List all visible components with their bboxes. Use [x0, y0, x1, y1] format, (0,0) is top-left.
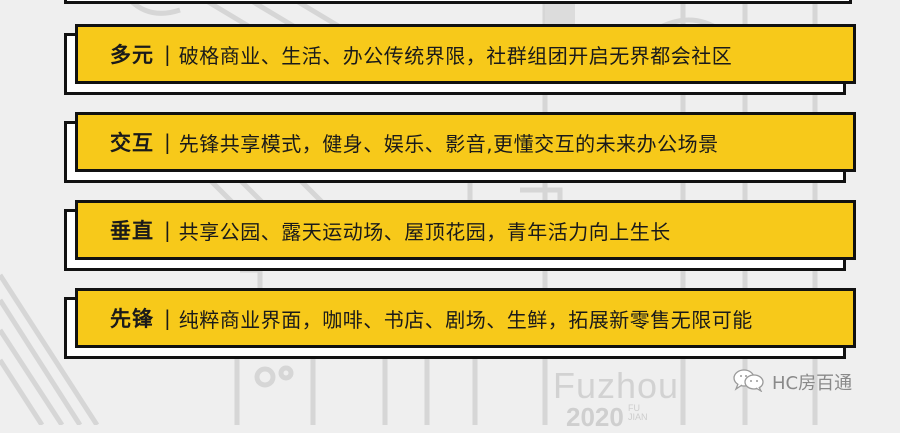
feature-card-vertical: 垂直 | 共享公园、露天运动场、屋顶花园，青年活力向上生长	[64, 200, 856, 273]
card-body: 先锋 | 纯粹商业界面，咖啡、书店、剧场、生鲜，拓展新零售无限可能	[75, 288, 856, 348]
card-title: 多元	[110, 43, 154, 67]
card-description: 破格商业、生活、办公传统界限，社群组团开启无界都会社区	[178, 43, 733, 68]
feature-card-diversity: 多元 | 破格商业、生活、办公传统界限，社群组团开启无界都会社区	[64, 24, 856, 97]
card-title: 先锋	[110, 307, 154, 331]
background-year-text: 2020	[566, 402, 624, 432]
watermark: HC房百通	[732, 368, 852, 396]
card-title: 交互	[110, 131, 154, 155]
background-city-text: Fuzhou	[553, 365, 680, 406]
card-separator: |	[164, 130, 171, 154]
card-title: 垂直	[110, 219, 154, 243]
previous-card-edge	[64, 0, 852, 4]
card-separator: |	[164, 218, 171, 242]
card-description: 共享公园、露天运动场、屋顶花园，青年活力向上生长	[178, 219, 671, 244]
card-body: 交互 | 先锋共享模式，健身、娱乐、影音,更懂交互的未来办公场景	[75, 112, 856, 172]
wechat-icon	[732, 368, 766, 396]
feature-card-interaction: 交互 | 先锋共享模式，健身、娱乐、影音,更懂交互的未来办公场景	[64, 112, 856, 185]
watermark-text: HC房百通	[772, 373, 853, 394]
card-body: 垂直 | 共享公园、露天运动场、屋顶花园，青年活力向上生长	[75, 200, 856, 260]
card-body: 多元 | 破格商业、生活、办公传统界限，社群组团开启无界都会社区	[75, 24, 856, 84]
background-region-text: FU JIAN	[628, 403, 648, 422]
card-description: 先锋共享模式，健身、娱乐、影音,更懂交互的未来办公场景	[178, 131, 719, 156]
card-description: 纯粹商业界面，咖啡、书店、剧场、生鲜，拓展新零售无限可能	[178, 307, 753, 332]
card-separator: |	[164, 306, 171, 330]
feature-card-pioneer: 先锋 | 纯粹商业界面，咖啡、书店、剧场、生鲜，拓展新零售无限可能	[64, 288, 856, 361]
card-separator: |	[164, 42, 171, 66]
